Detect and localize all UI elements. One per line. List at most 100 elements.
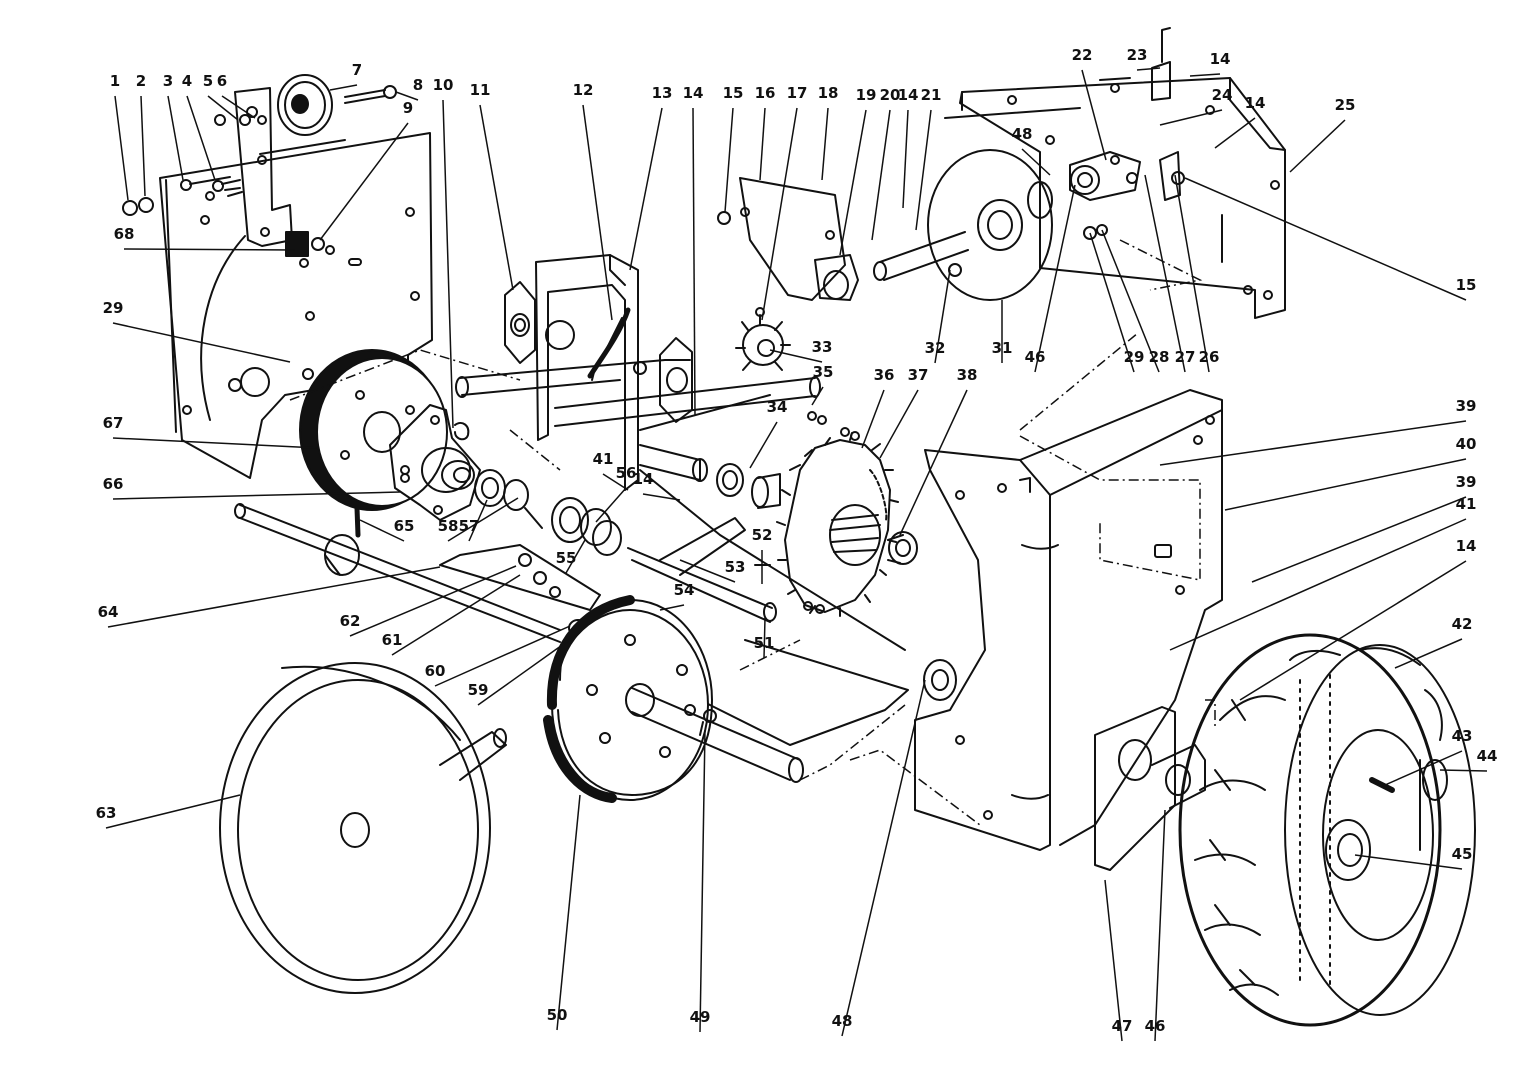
callout-leader: [841, 679, 926, 1037]
callout-label: 38: [957, 366, 978, 384]
callout-leader: [699, 729, 706, 1033]
callout-leader: [761, 107, 798, 321]
callout-leader: [349, 565, 517, 637]
callout-leader: [1144, 174, 1186, 373]
callout-label: 60: [425, 662, 446, 680]
callout-label: 62: [340, 612, 361, 630]
callout-leader: [915, 109, 932, 231]
callout-leader: [1154, 809, 1166, 1042]
callout-leader: [1034, 184, 1076, 373]
callout-leader: [861, 389, 885, 449]
callout-label: 59: [468, 681, 489, 699]
callout-leader: [167, 95, 184, 181]
reference-lines: [289, 239, 1216, 826]
callout-leader: [1159, 420, 1467, 466]
callout-leader: [329, 84, 358, 91]
callout-label: 46: [1145, 1017, 1166, 1035]
callout-leader: [759, 107, 766, 181]
callout-leader: [123, 248, 296, 251]
callout-label: 45: [1452, 845, 1473, 863]
callout-leader: [595, 487, 627, 523]
callout-leader: [112, 322, 291, 363]
callout-leader: [902, 109, 909, 209]
callout-leader: [1214, 117, 1256, 149]
shaft-51: [627, 547, 773, 623]
callout-label: 14: [1210, 50, 1231, 68]
drive-pulley: [299, 349, 448, 511]
callout-label: 11: [470, 81, 491, 99]
callout-leader: [1354, 854, 1463, 870]
shift-bracket: [439, 544, 601, 611]
bearing-19: [814, 254, 859, 301]
callout-label: 27: [1175, 348, 1196, 366]
callout-label: 17: [787, 84, 808, 102]
callout-label: 50: [547, 1006, 568, 1024]
callout-leader: [879, 389, 919, 459]
callout-leader: [1289, 119, 1346, 173]
callout-label: 7: [352, 61, 362, 79]
callout-label: 9: [403, 99, 413, 117]
callout-label: 40: [1456, 435, 1477, 453]
callout-leader: [934, 269, 951, 364]
callout-leader: [140, 95, 146, 197]
ring-57: [503, 479, 529, 511]
callout-label: 29: [1124, 348, 1145, 366]
callout-leader: [1251, 496, 1467, 583]
mount-plate-47: [1094, 706, 1206, 871]
flange-left: [504, 281, 536, 364]
callout-label: 14: [898, 86, 919, 104]
callout-label: 66: [103, 475, 124, 493]
spring-clip: [285, 231, 325, 257]
callout-label: 55: [556, 549, 577, 567]
callout-label: 44: [1477, 747, 1498, 765]
callout-label: 25: [1335, 96, 1356, 114]
callout-label: 52: [752, 526, 773, 544]
center-bracket: [535, 254, 647, 491]
callout-label: 56: [616, 464, 637, 482]
callout-label: 32: [925, 339, 946, 357]
callout-label: 15: [1456, 276, 1477, 294]
callout-leader: [724, 107, 734, 213]
callout-leader: [839, 109, 867, 256]
callout-leader: [442, 99, 454, 429]
callout-leader: [1136, 67, 1161, 71]
friction-disc: [927, 149, 1053, 301]
callout-leader: [186, 95, 216, 181]
callout-leader: [1189, 73, 1221, 77]
bushing-34: [716, 463, 744, 497]
callout-leader: [749, 421, 778, 469]
callout-leader: [1081, 69, 1107, 161]
upper-right-plate: [944, 77, 1286, 319]
callout-label: 6: [217, 72, 227, 90]
callout-leader: [391, 574, 521, 656]
callout-label: 39: [1456, 473, 1477, 491]
washer-2: [138, 197, 154, 213]
idler-bracket: [212, 87, 293, 247]
bushing-38: [888, 531, 918, 565]
callout-label: 53: [725, 558, 746, 576]
callout-label: 2: [136, 72, 146, 90]
callout-leader: [811, 386, 824, 406]
callout-label: 39: [1456, 397, 1477, 415]
callout-label: 22: [1072, 46, 1093, 64]
callout-label: 16: [755, 84, 776, 102]
callout-leader: [659, 604, 685, 611]
callout-leader: [899, 389, 968, 536]
callout-label: 10: [433, 76, 454, 94]
callout-label: 48: [1012, 125, 1033, 143]
callout-label: 23: [1127, 46, 1148, 64]
callout-label: 61: [382, 631, 403, 649]
gearbox-housing: [914, 389, 1223, 851]
callout-label: 35: [813, 363, 834, 381]
callout-label: 14: [633, 470, 654, 488]
callout-leader: [395, 91, 419, 101]
shaft-64: [239, 504, 561, 643]
tire-wheel: [1178, 633, 1476, 1027]
callout-leader: [1169, 518, 1467, 651]
callout-leader: [1104, 879, 1123, 1042]
large-sprocket: [776, 432, 899, 617]
callout-label: 28: [1149, 348, 1170, 366]
callout-leader: [1224, 458, 1467, 511]
